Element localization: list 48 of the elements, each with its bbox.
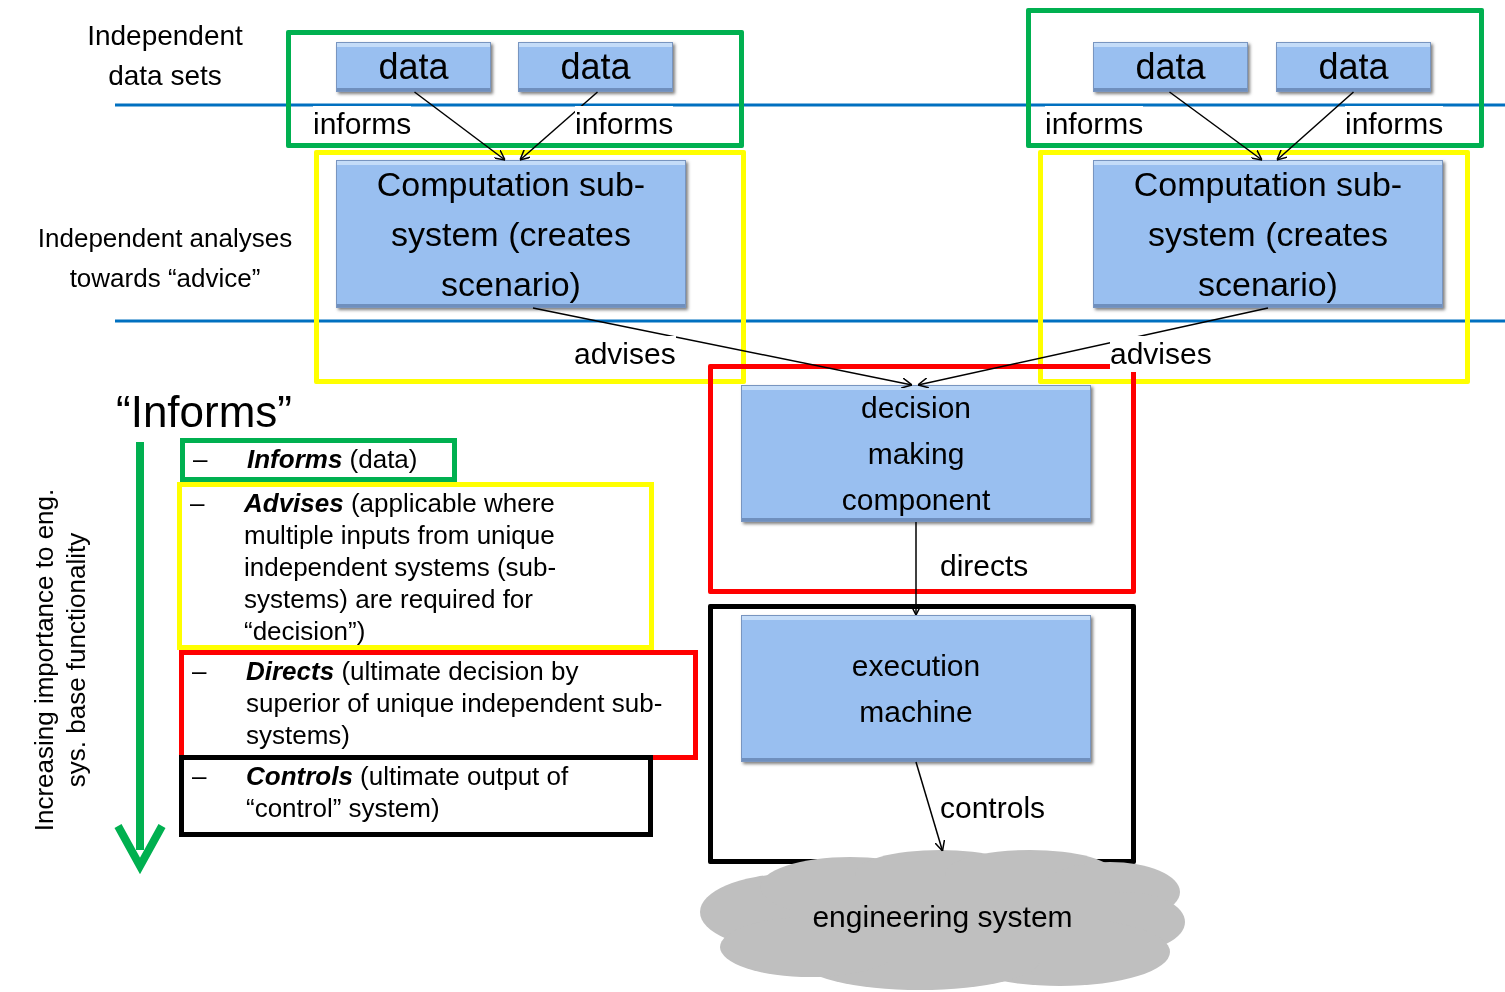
legend-text: Informs (data): [247, 443, 418, 475]
group-frame: [286, 30, 744, 148]
arrow: [413, 91, 506, 161]
edge-label: advises: [1110, 336, 1212, 372]
axis-caption: Increasing importance to eng. sys. base functionality: [28, 487, 92, 834]
node-text: execution machine: [850, 647, 982, 730]
process-box: [518, 42, 673, 92]
node-text: data: [378, 47, 449, 87]
process-box: [1093, 160, 1443, 308]
process-box: [1093, 42, 1248, 92]
legend-box: [177, 482, 654, 650]
arrow: [1168, 91, 1263, 161]
legend-box: [179, 755, 653, 837]
group-frame: [1026, 8, 1484, 148]
node-text: Computation sub-system (creates scenario): [375, 164, 647, 305]
bullet-dash: –: [190, 487, 206, 519]
node-text: data: [1318, 47, 1389, 87]
node-text: Computation sub-system (creates scenario): [1132, 164, 1404, 305]
process-box: [741, 385, 1091, 522]
legend-text: Advises (applicable where multiple inputs from unique independent systems (sub-systems) are required for “decision”): [244, 487, 558, 647]
arrow: [910, 521, 922, 616]
process-box: [336, 42, 491, 92]
legend-heading: “Informs”: [116, 386, 292, 438]
legend-text: Directs (ultimate decision by superior of unique independent sub-systems): [246, 655, 664, 751]
node-text: engineering system: [812, 898, 1073, 935]
bullet-dash: –: [192, 655, 208, 687]
arrow: [519, 91, 599, 161]
row-label: Independent analyses towards “advice”: [36, 222, 294, 295]
node-text: decision making component: [840, 389, 992, 518]
process-box: [741, 615, 1091, 762]
group-frame: [708, 364, 1136, 594]
bullet-dash: –: [192, 760, 208, 792]
arrow: [1276, 91, 1355, 161]
legend-text: Controls (ultimate output of “control” system): [246, 760, 570, 824]
arrow: [532, 307, 913, 389]
process-box: [1276, 42, 1431, 92]
row-label: Independent data sets: [86, 19, 244, 93]
node-text: data: [560, 47, 631, 87]
arrow: [915, 761, 946, 852]
group-frame: [314, 150, 746, 384]
group-frame: [708, 604, 1136, 864]
legend-box: [179, 650, 698, 760]
group-frame: [1038, 150, 1470, 384]
node-text: data: [1135, 47, 1206, 87]
bullet-dash: –: [193, 443, 209, 475]
legend-box: [180, 438, 457, 482]
process-box: [336, 160, 686, 308]
arrow: [917, 307, 1269, 389]
